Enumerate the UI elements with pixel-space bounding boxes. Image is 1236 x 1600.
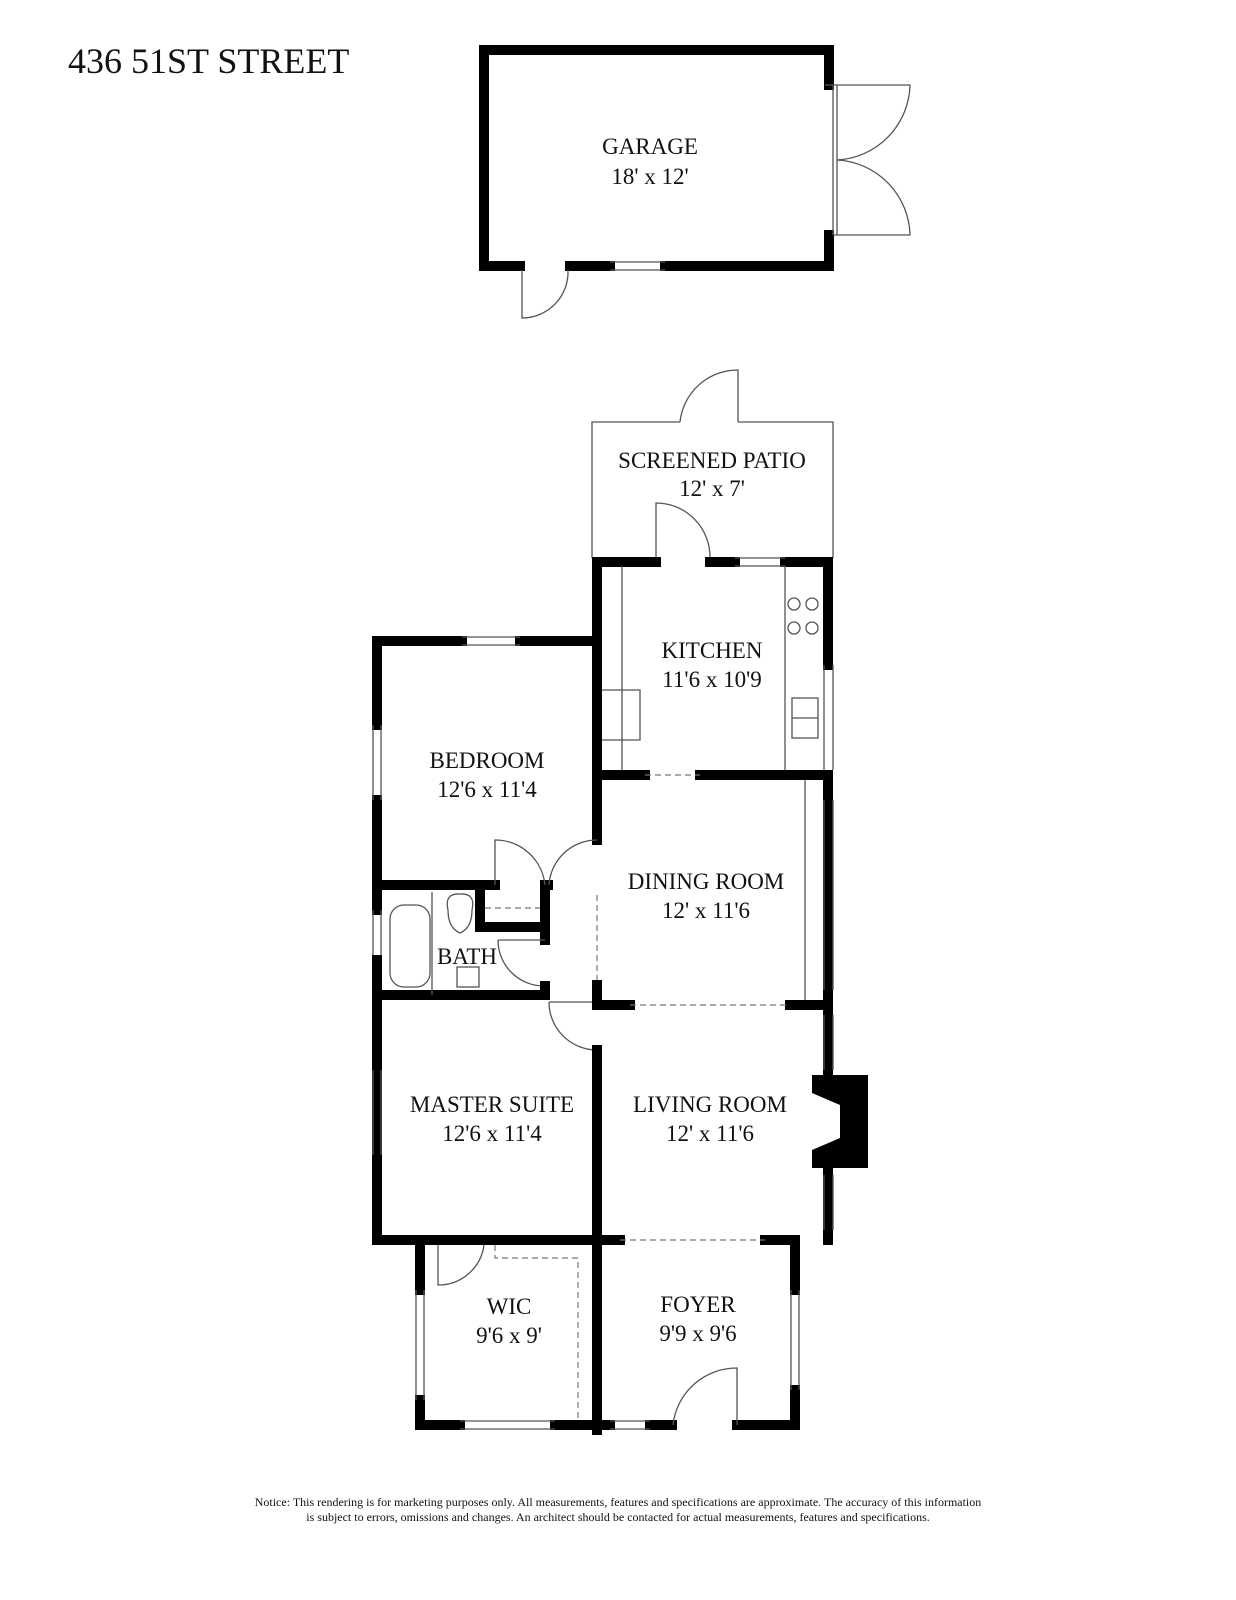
disclaimer-notice: Notice: This rendering is for marketing …: [0, 1495, 1236, 1525]
notice-line-2: is subject to errors, omissions and chan…: [306, 1510, 930, 1524]
wic-label: WIC: [487, 1294, 532, 1319]
notice-line-1: Notice: This rendering is for marketing …: [254, 1495, 982, 1509]
foyer-label: FOYER: [660, 1292, 736, 1317]
house-walls: [372, 557, 868, 1435]
screened-patio-label: SCREENED PATIO: [618, 448, 806, 473]
dining-room-label: DINING ROOM: [628, 869, 785, 894]
kitchen-label: KITCHEN: [662, 638, 763, 663]
foyer-size: 9'9 x 9'6: [659, 1321, 736, 1346]
master-suite-size: 12'6 x 11'4: [442, 1121, 542, 1146]
bedroom-size: 12'6 x 11'4: [437, 777, 537, 802]
dining-room-size: 12' x 11'6: [662, 898, 750, 923]
living-room-label: LIVING ROOM: [633, 1092, 787, 1117]
garage-size: 18' x 12': [611, 164, 688, 189]
bedroom-label: BEDROOM: [429, 748, 544, 773]
kitchen-counters: [602, 566, 819, 770]
property-address-title: 436 51ST STREET: [68, 41, 350, 81]
bath-label: BATH: [437, 944, 497, 969]
garage-walls: [479, 45, 838, 271]
kitchen-size: 11'6 x 10'9: [662, 667, 761, 692]
screened-patio-outline: [591, 369, 834, 559]
garage-label: GARAGE: [602, 134, 698, 159]
screened-patio-size: 12' x 7': [679, 476, 745, 501]
fireplace: [812, 1075, 868, 1168]
wic-size: 9'6 x 9': [476, 1323, 542, 1348]
garage-doors: [521, 84, 911, 319]
living-room-size: 12' x 11'6: [666, 1121, 754, 1146]
master-suite-label: MASTER SUITE: [410, 1092, 574, 1117]
